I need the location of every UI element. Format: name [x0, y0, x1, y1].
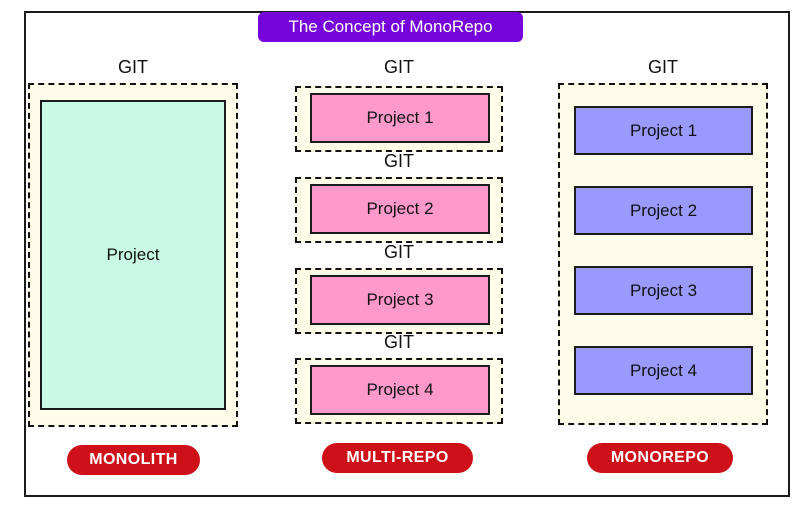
project-label: Project 1 [366, 108, 434, 127]
git-label-monolith: GIT [118, 57, 148, 77]
git-label-multirepo-4: GIT [384, 332, 414, 352]
git-label-multirepo-1: GIT [384, 57, 414, 77]
git-label-multirepo-3: GIT [384, 242, 414, 262]
badge-multirepo: MULTI-REPO [322, 443, 473, 473]
project-label: Project 3 [629, 280, 698, 300]
project-box-multirepo-3: Project 3 [310, 275, 490, 325]
title-banner: The Concept of MonoRepo [258, 12, 523, 42]
title-text: The Concept of MonoRepo [288, 17, 493, 36]
project-box-multirepo-4: Project 4 [310, 365, 490, 415]
project-label: Project 2 [366, 199, 434, 218]
project-label: Project 4 [366, 380, 434, 399]
project-label: Project 4 [629, 360, 698, 380]
project-box-monorepo-4: Project 4 [574, 346, 753, 395]
badge-monolith: MONOLITH [67, 445, 200, 475]
git-label-monorepo: GIT [648, 57, 678, 77]
project-box-monorepo-3: Project 3 [574, 266, 753, 315]
project-label: Project 1 [629, 120, 698, 140]
project-label: Project 3 [366, 290, 434, 309]
project-box-monorepo-2: Project 2 [574, 186, 753, 235]
git-label-multirepo-2: GIT [384, 151, 414, 171]
project-box-multirepo-2: Project 2 [310, 184, 490, 234]
project-box-monorepo-1: Project 1 [574, 106, 753, 155]
project-label: Project [106, 245, 160, 264]
project-label: Project 2 [629, 200, 698, 220]
project-box-monolith: Project [40, 100, 226, 410]
project-box-multirepo-1: Project 1 [310, 93, 490, 143]
badge-monorepo: MONOREPO [587, 443, 733, 473]
